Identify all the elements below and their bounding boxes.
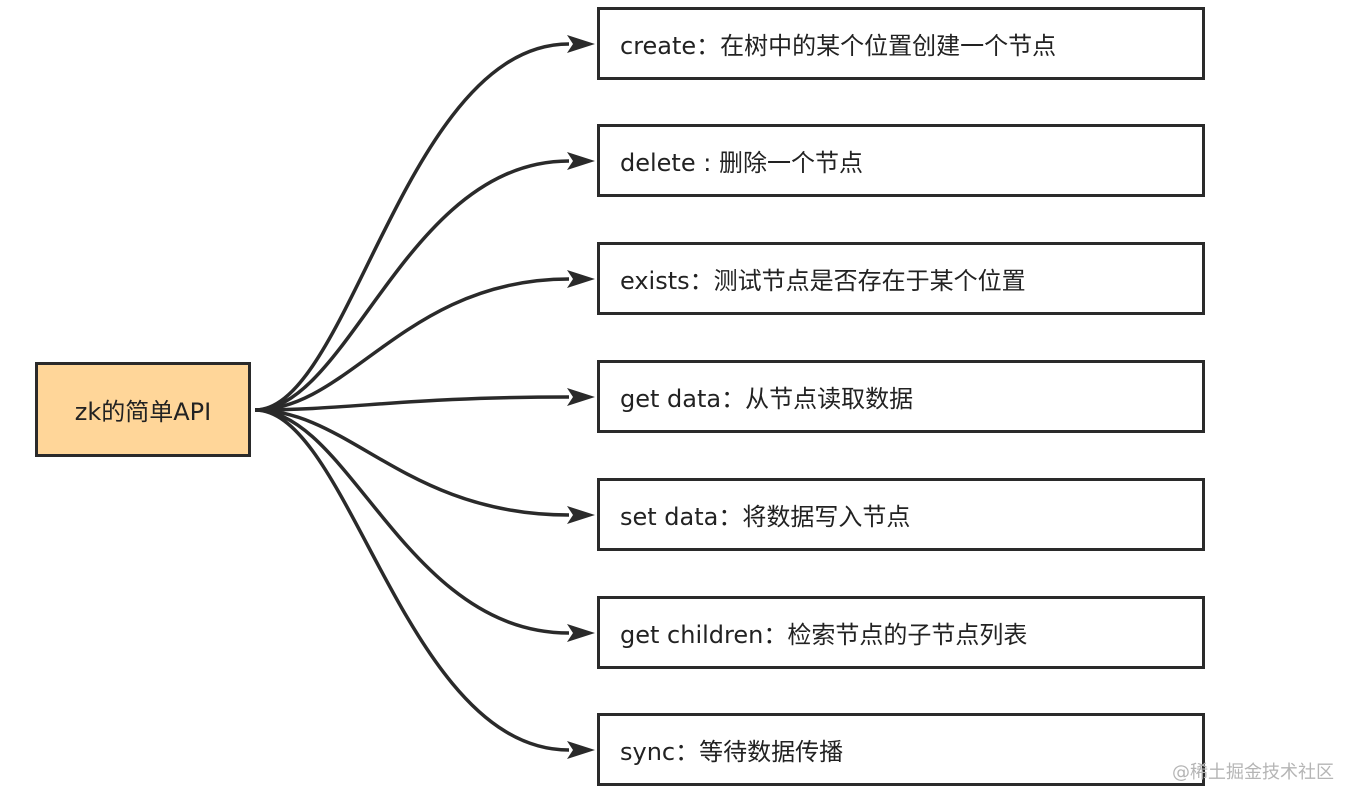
op-node-set-data-label: set data：将数据写入节点 xyxy=(620,503,911,531)
op-node-sync-label: sync：等待数据传播 xyxy=(620,738,844,766)
op-node-sync: sync：等待数据传播 xyxy=(597,713,1205,786)
arrowhead-exists xyxy=(567,270,595,288)
op-node-delete-label: delete : 删除一个节点 xyxy=(620,149,863,177)
arrowhead-sync xyxy=(567,741,595,759)
watermark: @稀土掘金技术社区 xyxy=(1172,762,1334,783)
op-node-delete: delete : 删除一个节点 xyxy=(597,124,1205,197)
arrowhead-get-data xyxy=(567,388,595,406)
op-node-get-children: get children：检索节点的子节点列表 xyxy=(597,596,1205,669)
op-node-get-data: get data：从节点读取数据 xyxy=(597,360,1205,433)
edge-group xyxy=(254,35,595,759)
op-node-create: create：在树中的某个位置创建一个节点 xyxy=(597,7,1205,80)
edge-create xyxy=(254,42,570,412)
op-node-exists: exists：测试节点是否存在于某个位置 xyxy=(597,242,1205,315)
edge-get-data xyxy=(254,395,570,412)
edge-exists xyxy=(254,277,570,412)
arrowhead-delete xyxy=(567,152,595,170)
root-node-label: zk的简单API xyxy=(74,398,212,426)
op-node-get-children-label: get children：检索节点的子节点列表 xyxy=(620,621,1028,649)
edge-delete xyxy=(254,159,570,412)
op-node-set-data: set data：将数据写入节点 xyxy=(597,478,1205,551)
arrowhead-create xyxy=(567,35,595,53)
edge-get-children xyxy=(254,408,570,635)
op-node-create-label: create：在树中的某个位置创建一个节点 xyxy=(620,32,1057,60)
root-node: zk的简单API xyxy=(35,362,251,457)
op-node-get-data-label: get data：从节点读取数据 xyxy=(620,385,914,413)
arrowhead-set-data xyxy=(567,506,595,524)
edge-sync xyxy=(254,408,570,752)
edge-set-data xyxy=(254,408,570,517)
op-node-exists-label: exists：测试节点是否存在于某个位置 xyxy=(620,267,1026,295)
arrowhead-get-children xyxy=(567,624,595,642)
